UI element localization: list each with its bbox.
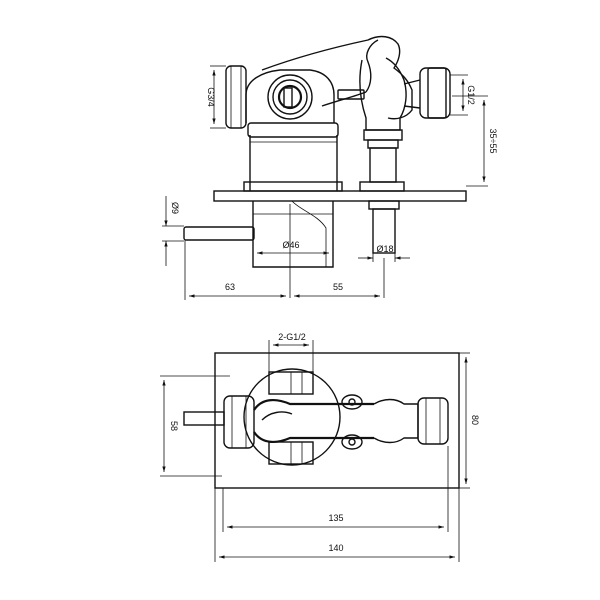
lever-stem [183, 411, 225, 426]
plan-view: 2-G1/2 58 80 135 140 [160, 332, 480, 562]
valve-head [245, 69, 335, 123]
wall-plate [213, 190, 467, 202]
port-ring-outer [267, 74, 313, 120]
right-fitting [373, 398, 419, 444]
dim-58: 58 [169, 421, 179, 431]
pipe-lower [253, 431, 374, 444]
right-stem [369, 147, 397, 183]
lever-handle [183, 226, 255, 241]
diverter-arm [261, 35, 413, 120]
body-lower [252, 201, 334, 268]
dim-d9: Ø9 [170, 202, 180, 214]
slot [337, 89, 365, 100]
lug-top [341, 394, 363, 410]
dim-63: 63 [225, 282, 235, 292]
pipe-upper [253, 398, 374, 411]
side-view: G3/4 G1/2 35÷55 Ø9 Ø46 Ø18 63 55 [162, 35, 498, 300]
inlet-left [225, 65, 247, 129]
body-diagonal [291, 200, 327, 267]
dim-2g12: 2-G1/2 [278, 332, 306, 342]
dim-g34: G3/4 [206, 87, 216, 107]
dim-d18: Ø18 [376, 244, 393, 254]
body-circle [243, 368, 341, 466]
dim-80: 80 [470, 415, 480, 425]
mounting-plate [214, 352, 460, 489]
dim-140: 140 [328, 543, 343, 553]
dim-135: 135 [328, 513, 343, 523]
dim-55: 55 [333, 282, 343, 292]
dim-g12: G1/2 [466, 85, 476, 105]
left-ring [223, 395, 255, 449]
dim-d46: Ø46 [282, 240, 299, 250]
stem-18 [372, 208, 396, 254]
dim-35-55: 35÷55 [488, 129, 498, 154]
right-body [359, 57, 407, 131]
port-ring-inner [277, 84, 303, 110]
lug-bottom [341, 434, 363, 450]
right-ring [417, 397, 449, 445]
